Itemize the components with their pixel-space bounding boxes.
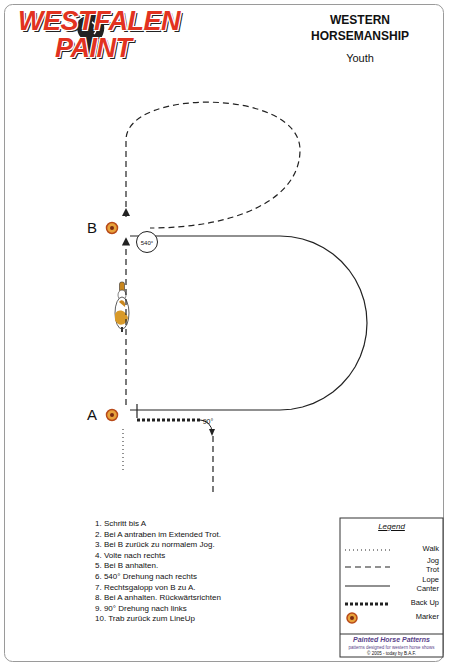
instruction-step: 6. 540° Drehung nach rechts xyxy=(95,572,335,581)
logo-text: PAINT xyxy=(55,33,185,64)
instruction-step: 8. Bei A anhalten. Rückwärtsrichten xyxy=(95,593,335,602)
marker-icon xyxy=(105,221,119,235)
instruction-step: 4. Volte nach rechts xyxy=(95,551,335,560)
pattern-path xyxy=(125,238,126,405)
instruction-step: 3. Bei B zurück zu normalem Jog. xyxy=(95,540,335,549)
legend-entry: Walk xyxy=(399,545,439,554)
instruction-step: 7. Rechtsgalopp von B zu A. xyxy=(95,583,335,592)
marker-icon xyxy=(105,408,119,422)
marker-letter: B xyxy=(87,219,97,236)
legend-entry: Back Up xyxy=(394,599,439,608)
turn-degree: 540° xyxy=(136,231,158,253)
turn-degree: 90° xyxy=(196,418,220,426)
arena-marker: A xyxy=(84,405,130,425)
legend-note: patterns designed for western horse show… xyxy=(342,645,441,650)
legend-entry: Jog Trot xyxy=(415,557,439,574)
marker-letter: A xyxy=(87,406,97,423)
legend-entry: Marker xyxy=(399,613,439,622)
legend-note: © 2005 - today by B.A.F. xyxy=(342,651,441,656)
logo-text: WESTFALEN xyxy=(18,6,248,37)
legend-note: Painted Horse Patterns xyxy=(342,636,441,644)
instruction-step: 5. Bei B anhalten. xyxy=(95,561,335,570)
instruction-step: 1. Schritt bis A xyxy=(95,519,335,528)
pattern-title: WESTERN HORSEMANSHIP xyxy=(290,12,430,44)
instruction-step: 10. Trab zurück zum LineUp xyxy=(95,614,335,623)
instruction-step: 2. Bei A antraben im Extended Trot. xyxy=(95,530,335,539)
pattern-path xyxy=(130,236,367,410)
legend-note: Legend xyxy=(345,522,438,531)
class-subtitle: Youth xyxy=(290,52,430,65)
arena-marker: B xyxy=(84,218,130,238)
instruction-step: 9. 90° Drehung nach links xyxy=(95,604,335,613)
legend-entry: Lope Canter xyxy=(409,576,439,593)
